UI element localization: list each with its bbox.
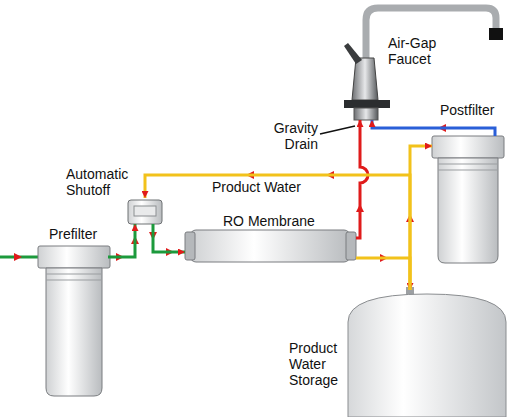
part-label: Postfilter: [440, 102, 508, 118]
pipe-connector: [372, 120, 495, 136]
callout-label: Gravity Drain: [262, 120, 318, 152]
storage-node: Product Water Storage: [285, 285, 510, 417]
postfilter-housing: [432, 136, 504, 263]
postfilter-node: Postfilter: [428, 100, 510, 265]
prefilter-node: Prefilter: [30, 226, 114, 398]
pipe-connector: [356, 120, 368, 238]
pipe-connector: [356, 258, 410, 290]
part-label: Automatic Shutoff: [66, 166, 146, 198]
membrane-housing: [185, 230, 356, 262]
pipe-label: Product Water: [212, 179, 301, 195]
shutoff-node: Automatic Shutoff: [65, 166, 165, 226]
pipe-connector: [108, 224, 135, 257]
membrane-node: RO Membrane: [183, 213, 359, 265]
prefilter-housing: [38, 246, 110, 396]
part-label: Air-Gap Faucet: [388, 35, 450, 67]
leader-line: [320, 126, 355, 134]
flow-arrows: [14, 124, 446, 262]
part-label: Prefilter: [40, 226, 106, 242]
pipe-connector: [145, 175, 410, 290]
part-label: RO Membrane: [223, 213, 333, 229]
part-label: Product Water Storage: [289, 340, 347, 388]
pipe-connector: [153, 224, 185, 252]
storage-tank: [348, 287, 506, 417]
shutoff-valve: [128, 200, 162, 224]
pipe-connector: [410, 146, 432, 290]
